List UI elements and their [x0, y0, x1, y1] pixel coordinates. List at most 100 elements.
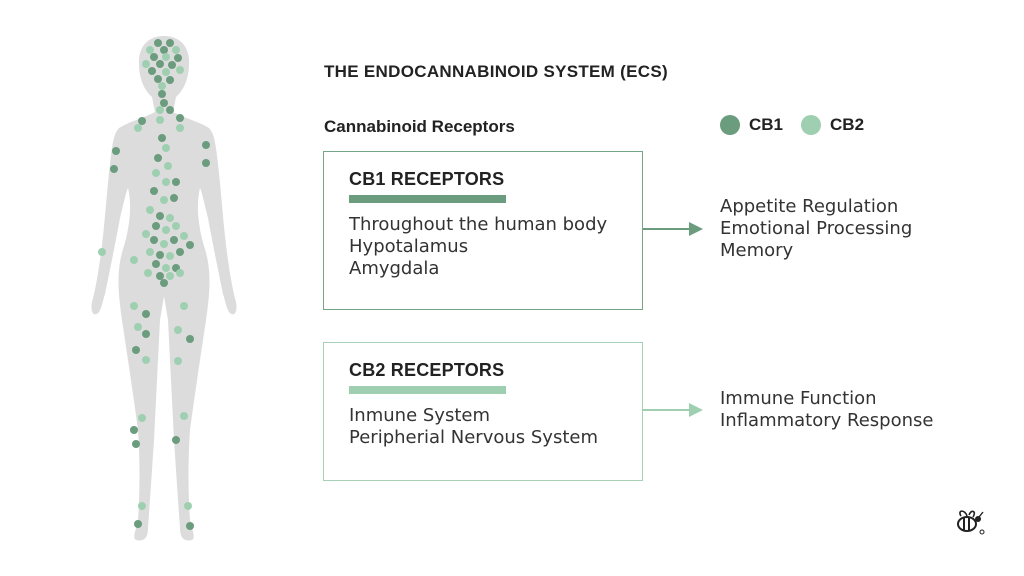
- cb2-receptor-dot: [174, 326, 182, 334]
- legend: CB1 CB2: [720, 115, 882, 135]
- cb2-receptor-dot: [162, 264, 170, 272]
- cb1-receptor-dot: [156, 60, 164, 68]
- cb1-heading: CB1 RECEPTORS: [349, 169, 505, 189]
- cb2-receptor-dot: [166, 252, 174, 260]
- cb1-receptor-dot: [152, 222, 160, 230]
- cb2-receptor-dot: [130, 302, 138, 310]
- cb2-receptor-dot: [98, 248, 106, 256]
- cb2-effect-item: Inflammatory Response: [720, 410, 934, 431]
- cb1-receptor-dot: [110, 165, 118, 173]
- cb2-receptor-dot: [172, 222, 180, 230]
- cb1-receptor-dot: [186, 522, 194, 530]
- cb2-receptor-dot: [160, 196, 168, 204]
- cb1-receptor-dot: [142, 310, 150, 318]
- cb1-receptor-dot: [156, 251, 164, 259]
- cb2-receptor-dot: [162, 226, 170, 234]
- section-subtitle: Cannabinoid Receptors: [324, 117, 515, 136]
- cb1-receptor-dot: [176, 248, 184, 256]
- cb1-location-item: Hypotalamus: [349, 236, 469, 257]
- cb2-receptor-dot: [162, 68, 170, 76]
- cb1-receptor-dot: [150, 53, 158, 61]
- cb2-effects: Immune Function Inflammatory Response: [720, 388, 933, 432]
- cb1-receptor-dot: [166, 39, 174, 47]
- cb1-receptor-dot: [154, 75, 162, 83]
- cb1-receptor-dot: [170, 194, 178, 202]
- cb2-receptors-box: CB2 RECEPTORS Inmune System Peripherial …: [323, 342, 643, 481]
- cb1-receptor-dot: [156, 272, 164, 280]
- page-title: THE ENDOCANNABINOID SYSTEM (ECS): [324, 62, 668, 81]
- cb2-receptor-dot: [134, 124, 142, 132]
- legend-label-cb2: CB2: [830, 115, 865, 134]
- cb1-receptor-dot: [150, 236, 158, 244]
- cb1-effect-item: Emotional Processing: [720, 218, 913, 239]
- cb2-receptor-dot: [184, 502, 192, 510]
- receptor-dots: [98, 39, 210, 530]
- cb1-heading-bar: [349, 195, 506, 203]
- legend-item-cb1: CB1: [720, 115, 783, 135]
- cb1-receptor-dot: [166, 106, 174, 114]
- cb2-receptor-dot: [142, 230, 150, 238]
- cb2-receptor-dot: [130, 256, 138, 264]
- cb2-receptor-dot: [162, 53, 170, 61]
- cb2-heading-bar: [349, 386, 506, 394]
- cb2-receptor-dot: [142, 60, 150, 68]
- cb2-effect-item: Immune Function: [720, 388, 877, 409]
- cb2-receptor-dot: [162, 144, 170, 152]
- cb1-receptor-dot: [186, 241, 194, 249]
- cb1-receptor-dot: [132, 440, 140, 448]
- cb2-receptor-dot: [160, 240, 168, 248]
- cb1-receptor-dot: [148, 67, 156, 75]
- cb1-receptor-dot: [152, 260, 160, 268]
- cb2-receptor-dot: [142, 356, 150, 364]
- human-body-silhouette: [91, 36, 237, 541]
- cb2-receptor-dot: [176, 66, 184, 74]
- cb1-receptor-dot: [176, 114, 184, 122]
- cb1-receptor-dot: [168, 61, 176, 69]
- cb1-receptor-dot: [154, 154, 162, 162]
- cb2-receptor-dot: [146, 46, 154, 54]
- cb1-receptor-dot: [202, 159, 210, 167]
- cb2-receptor-dot: [180, 412, 188, 420]
- cb1-receptors-box: CB1 RECEPTORS Throughout the human body …: [323, 151, 643, 310]
- cb2-receptor-dot: [144, 269, 152, 277]
- legend-swatch-cb2: [801, 115, 822, 135]
- cb2-receptor-dot: [166, 214, 174, 222]
- cb1-receptor-dot: [166, 76, 174, 84]
- cb1-receptor-dot: [154, 39, 162, 47]
- human-body-figure: [91, 36, 237, 541]
- cb1-receptor-dot: [160, 46, 168, 54]
- cb2-receptor-dot: [156, 116, 164, 124]
- cb1-receptor-dot: [132, 346, 140, 354]
- cb2-locations: Inmune System Peripherial Nervous System: [349, 405, 598, 449]
- cb2-receptor-dot: [158, 82, 166, 90]
- cb2-receptor-dot: [134, 323, 142, 331]
- cb1-receptor-dot: [156, 212, 164, 220]
- cb1-receptor-dot: [158, 90, 166, 98]
- cb2-receptor-dot: [156, 106, 164, 114]
- cb1-receptor-dot: [172, 436, 180, 444]
- cb2-receptor-dot: [164, 162, 172, 170]
- arrow-right-icon: [643, 403, 703, 417]
- bee-logo-icon: [957, 510, 985, 535]
- cb2-location-item: Peripherial Nervous System: [349, 427, 598, 448]
- cb1-effect-item: Appetite Regulation: [720, 196, 899, 217]
- cb2-location-item: Inmune System: [349, 405, 490, 426]
- legend-label-cb1: CB1: [749, 115, 784, 134]
- cb1-receptor-dot: [170, 236, 178, 244]
- cb1-location-item: Throughout the human body: [349, 214, 608, 235]
- cb1-effects: Appetite Regulation Emotional Processing…: [720, 196, 912, 262]
- cb2-receptor-dot: [180, 232, 188, 240]
- cb2-receptor-dot: [180, 302, 188, 310]
- cb2-receptor-dot: [172, 46, 180, 54]
- cb2-receptor-dot: [138, 414, 146, 422]
- arrow-right-icon: [643, 222, 703, 236]
- cb1-receptor-dot: [112, 147, 120, 155]
- cb1-receptor-dot: [160, 279, 168, 287]
- cb2-receptor-dot: [146, 248, 154, 256]
- cb2-receptor-dot: [152, 169, 160, 177]
- legend-item-cb2: CB2: [801, 115, 864, 135]
- cb1-receptor-dot: [130, 426, 138, 434]
- cb2-receptor-dot: [176, 124, 184, 132]
- cb2-receptor-dot: [138, 502, 146, 510]
- cb1-effect-item: Memory: [720, 240, 794, 261]
